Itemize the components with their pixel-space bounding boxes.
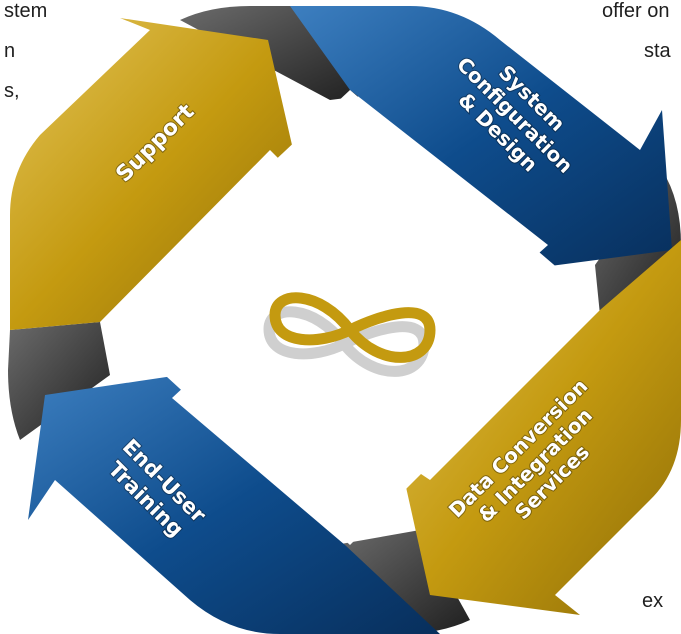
left-text-line-1: stem xyxy=(4,0,48,22)
joint-left xyxy=(8,322,110,440)
segment-support xyxy=(10,18,300,330)
center-panel xyxy=(105,90,595,545)
left-text-line-2: n xyxy=(4,40,16,62)
right-text-line-1: offer on xyxy=(602,0,670,22)
segment-data-conversion xyxy=(400,240,681,615)
left-text-line-3: s, xyxy=(4,80,20,102)
right-text-line-2: sta xyxy=(644,40,671,62)
right-text-line-3: ex xyxy=(642,590,664,612)
infinity-icon xyxy=(263,292,436,377)
segment-end-user-training xyxy=(28,372,440,634)
segment-system-config xyxy=(290,6,672,270)
